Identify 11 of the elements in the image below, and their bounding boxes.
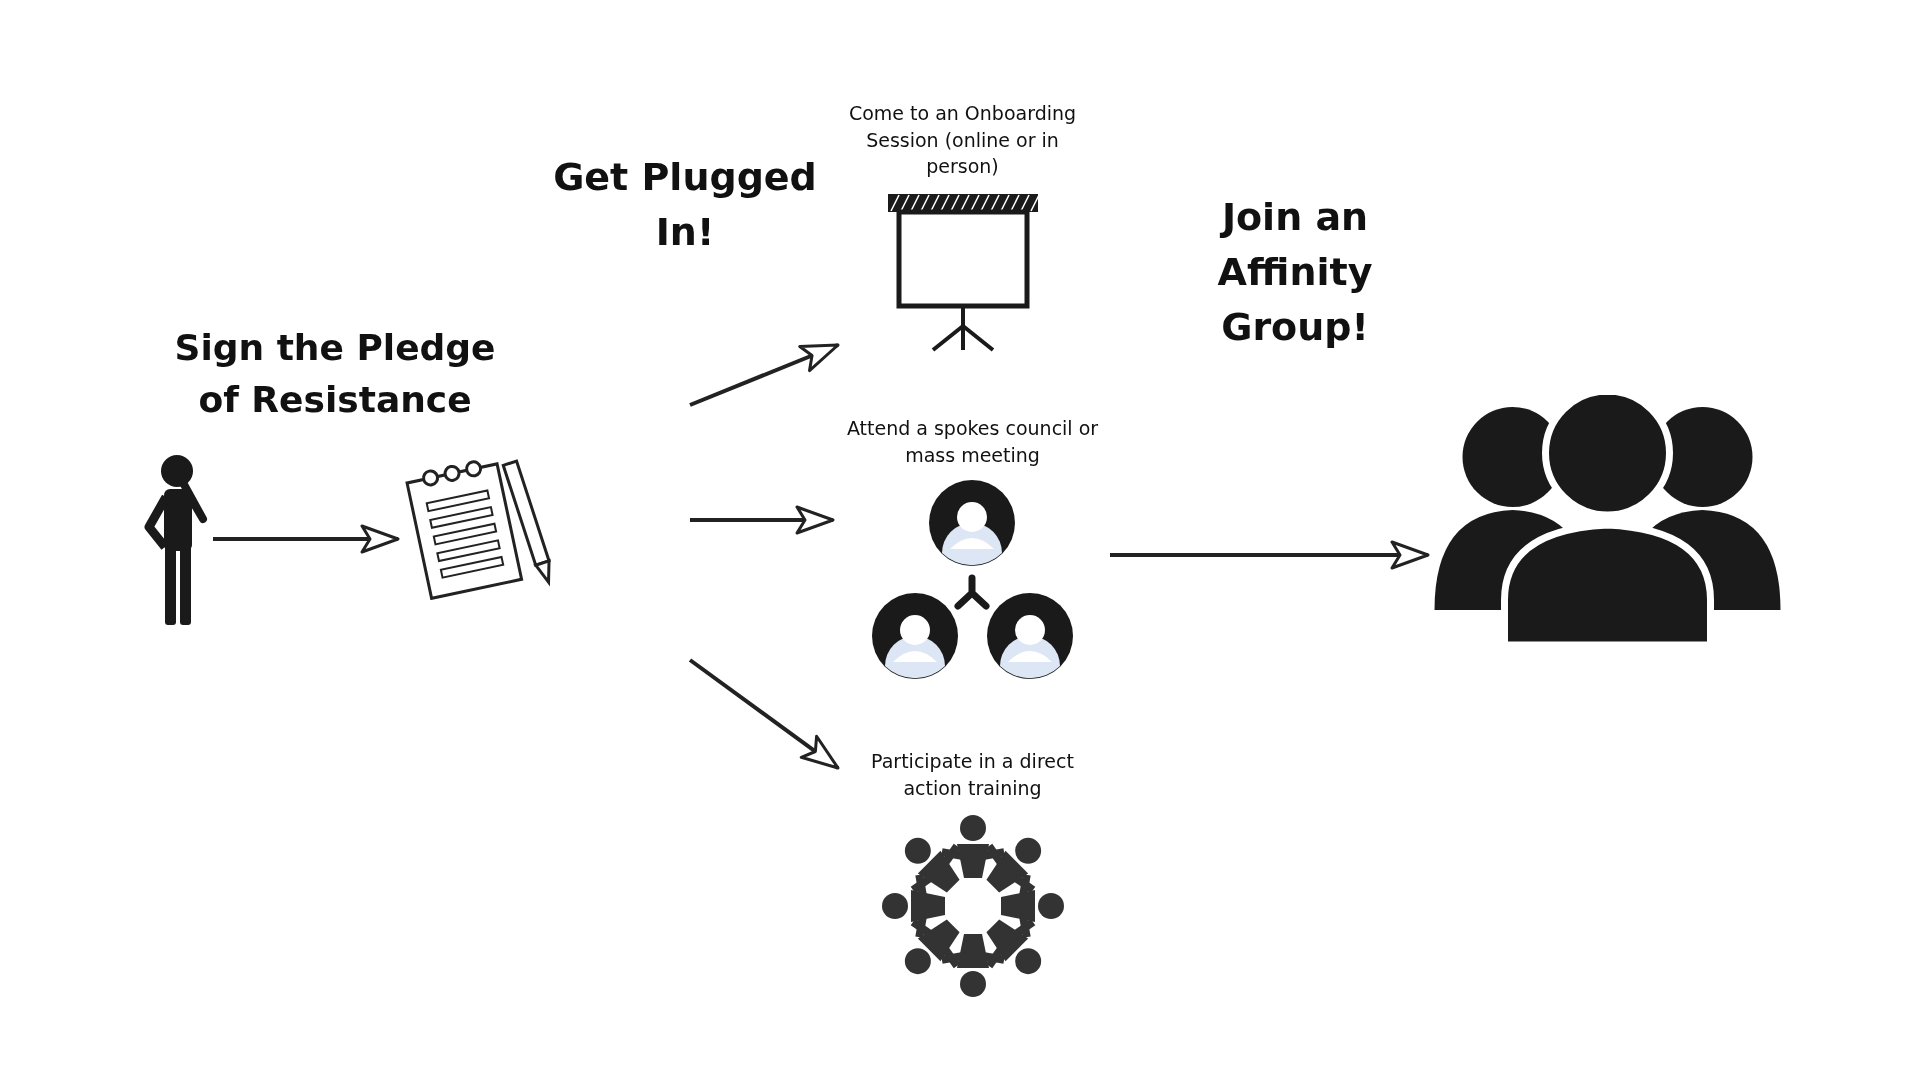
arrow: [690, 505, 835, 535]
step-caption: Attend a spokes council or mass meeting: [845, 416, 1100, 468]
heading-text: Sign the Pledge of Resistance: [173, 326, 497, 423]
arrow: [213, 524, 400, 554]
arrow: [688, 658, 840, 770]
arrow: [689, 343, 840, 407]
arrow: [1110, 540, 1430, 570]
step-caption: Come to an Onboarding Session (online or in person): [847, 101, 1078, 180]
heading-text: Join an Affinity Group!: [1216, 194, 1374, 352]
heading-text: Get Plugged In!: [552, 154, 818, 257]
step-caption: Participate in a direct action training: [870, 749, 1075, 801]
